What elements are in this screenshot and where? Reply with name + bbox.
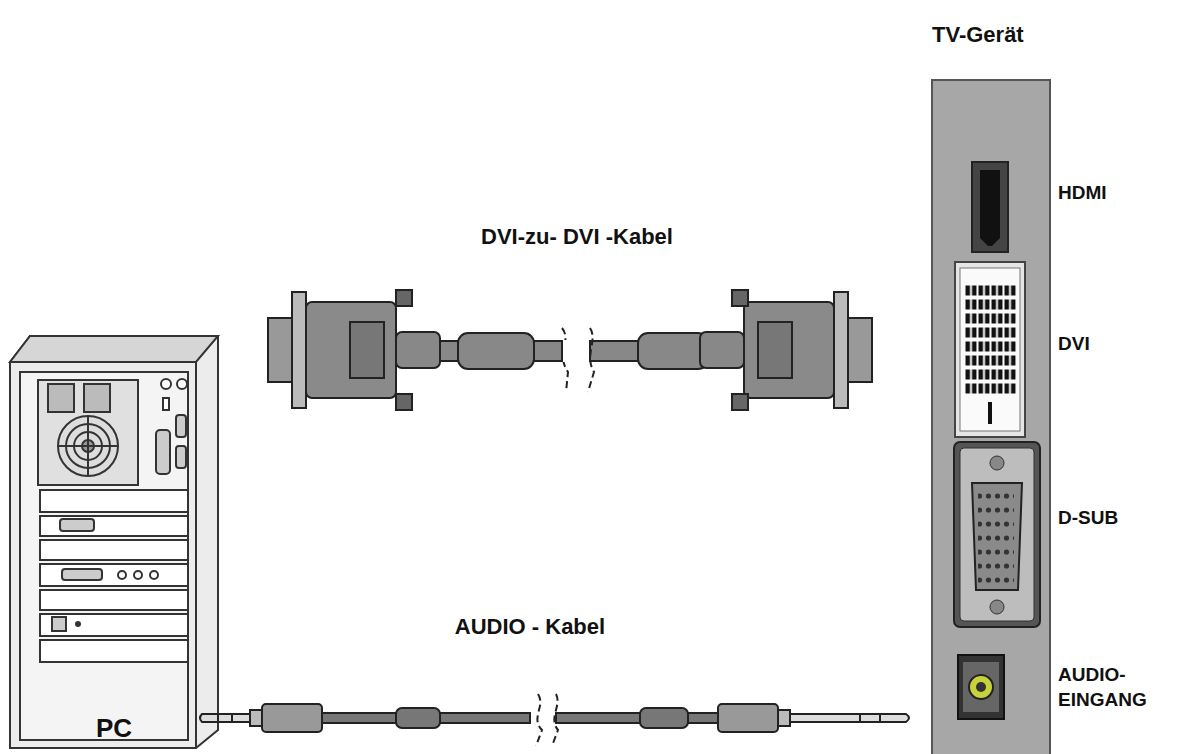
part-label: DVI-zu- DVI -Kabel (481, 222, 673, 253)
tv-panel (932, 80, 1050, 754)
part-label: DVI (1058, 331, 1090, 358)
part-label: AUDIO- EINGANG (1058, 663, 1158, 712)
pc-tower (10, 336, 218, 748)
part-label: HDMI (1058, 180, 1107, 207)
dvi-cable (268, 290, 872, 410)
part-label: D-SUB (1058, 505, 1118, 532)
part-label: PC (96, 710, 132, 746)
part-label: TV-Gerät (932, 20, 1024, 51)
part-label: AUDIO - Kabel (455, 612, 605, 643)
audio-cable (200, 694, 909, 746)
